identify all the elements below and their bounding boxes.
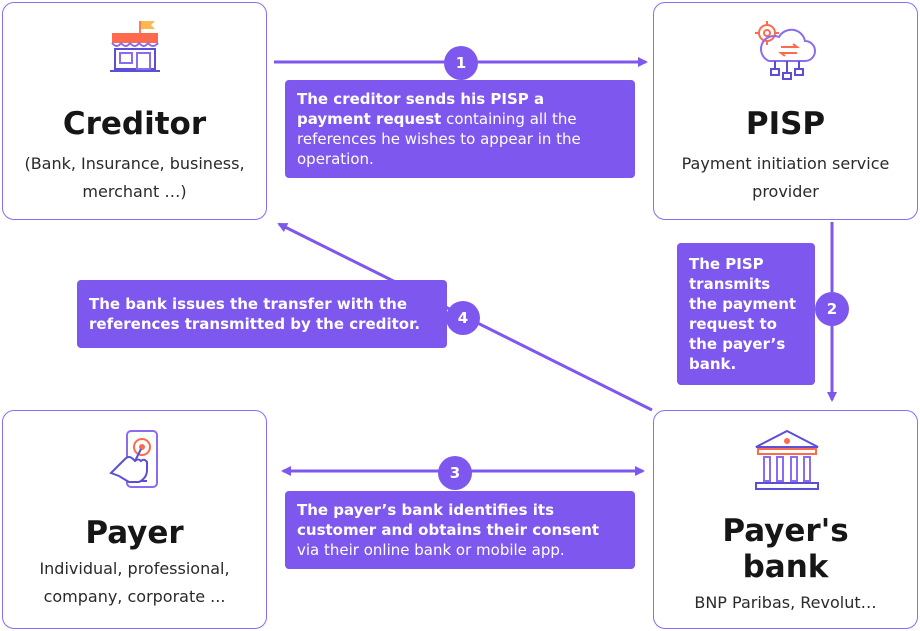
creditor-subtitle-line1: (Bank, Insurance, business, xyxy=(24,154,245,173)
step-3-bold-text: The payer’s bank identifies its customer… xyxy=(297,501,600,539)
step-2-badge: 2 xyxy=(815,292,849,326)
payers-bank-subtitle: BNP Paribas, Revolut… xyxy=(694,593,877,612)
step-1-note: The creditor sends his PISP a payment re… xyxy=(285,80,635,178)
step-1-text: containing all the references he wishes … xyxy=(297,110,581,168)
phone-touch-icon xyxy=(107,429,167,497)
step-4-note: The bank issues the transfer with the re… xyxy=(77,280,447,348)
pisp-card: PISP Payment initiation service provider xyxy=(653,2,918,220)
step-2-bold-text: The PISP transmits the payment request t… xyxy=(689,255,797,373)
step-3-badge: 3 xyxy=(438,456,472,490)
step-1-bold-text: The creditor sends his PISP a payment re… xyxy=(297,90,545,128)
pisp-subtitle-line2: provider xyxy=(752,182,819,201)
bank-icon xyxy=(752,429,822,497)
payers-bank-title-line2: bank xyxy=(742,549,829,585)
payers-bank-title: Payer's bank xyxy=(654,513,917,585)
step-4-bold-text: The bank issues the transfer with the re… xyxy=(89,295,421,333)
creditor-title: Creditor xyxy=(62,106,207,142)
step-4-badge: 4 xyxy=(446,301,480,335)
step-3-text: via their online bank or mobile app. xyxy=(297,541,565,559)
creditor-subtitle: (Bank, Insurance, business, merchant …) xyxy=(3,150,266,206)
creditor-subtitle-line2: merchant …) xyxy=(82,182,187,201)
pisp-title: PISP xyxy=(745,106,826,142)
payer-subtitle: Individual, professional, company, corpo… xyxy=(3,555,266,611)
payers-bank-title-line1: Payer's xyxy=(722,513,849,549)
payers-bank-card: Payer's bank BNP Paribas, Revolut… xyxy=(653,410,918,629)
payer-subtitle-line1: Individual, professional, xyxy=(39,559,230,578)
payer-card: Payer Individual, professional, company,… xyxy=(2,410,267,629)
cloud-gear-icon xyxy=(753,17,821,85)
shop-icon xyxy=(108,19,162,79)
step-3-note: The payer’s bank identifies its customer… xyxy=(285,491,635,569)
step-1-badge: 1 xyxy=(444,46,478,80)
creditor-card: Creditor (Bank, Insurance, business, mer… xyxy=(2,2,267,220)
pisp-subtitle-line1: Payment initiation service xyxy=(681,154,890,173)
pisp-subtitle: Payment initiation service provider xyxy=(654,150,917,206)
step-2-note: The PISP transmits the payment request t… xyxy=(677,243,815,385)
payer-subtitle-line2: company, corporate ... xyxy=(43,587,226,606)
payer-title: Payer xyxy=(85,515,184,551)
